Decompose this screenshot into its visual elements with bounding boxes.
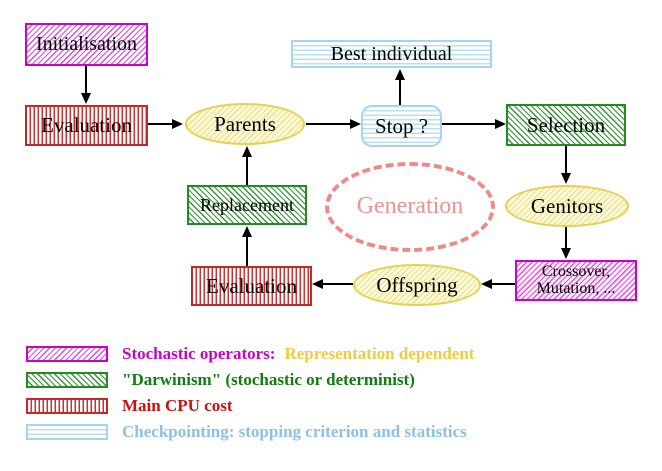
arrow-selection-to-genitors-line bbox=[565, 146, 567, 173]
arrow-selection-to-genitors-head bbox=[561, 173, 571, 184]
node-label-line1: Crossover, bbox=[541, 262, 611, 280]
node-label: Evaluation bbox=[41, 113, 132, 138]
node-label: Stop ? bbox=[374, 113, 429, 138]
legend-item-checkpointing: Checkpointing: stopping criterion and st… bbox=[26, 423, 467, 441]
node-best-individual: Best individual bbox=[291, 40, 492, 68]
node-label: Selection bbox=[526, 112, 606, 137]
legend-swatch-green-hatch bbox=[26, 372, 108, 388]
arrow-replacement-to-parents-line bbox=[246, 157, 248, 185]
legend-label-secondary: Representation dependent bbox=[284, 344, 475, 363]
arrow-initialisation-to-evaluation-line bbox=[85, 66, 87, 93]
node-stop: Stop ? bbox=[361, 105, 442, 147]
arrow-genitors-to-crossover-head bbox=[561, 248, 571, 259]
legend-swatch-red-stripes bbox=[26, 398, 108, 414]
node-label-line2: Mutation, ... bbox=[536, 279, 616, 297]
arrow-genitors-to-crossover-line bbox=[565, 227, 567, 248]
node-crossover-mutation: Crossover, Mutation, ... bbox=[515, 260, 637, 301]
legend-label: "Darwinism" (stochastic or determinist) bbox=[122, 370, 415, 389]
legend-swatch-cyan-stripes bbox=[26, 424, 108, 440]
node-initialisation: Initialisation bbox=[25, 23, 148, 66]
node-replacement: Replacement bbox=[187, 185, 307, 225]
arrow-stop-to-best-individual-head bbox=[395, 69, 405, 80]
arrow-replacement-to-parents-head bbox=[242, 146, 252, 157]
node-evaluation-bottom: Evaluation bbox=[191, 266, 312, 306]
node-offspring: Offspring bbox=[353, 264, 481, 306]
arrow-evaluation-to-parents-line bbox=[148, 123, 172, 125]
node-label: Best individual bbox=[330, 42, 453, 65]
legend-item-darwinism: "Darwinism" (stochastic or determinist) bbox=[26, 371, 415, 389]
arrow-stop-to-best-individual-line bbox=[399, 80, 401, 105]
node-selection: Selection bbox=[506, 104, 626, 146]
arrow-stop-to-selection-head bbox=[495, 119, 506, 129]
legend-label: Checkpointing: stopping criterion and st… bbox=[122, 422, 467, 441]
arrow-offspring-to-evaluation-head bbox=[312, 279, 323, 289]
arrow-parents-to-stop-line bbox=[306, 123, 350, 125]
node-label: Replacement bbox=[200, 194, 294, 215]
arrow-parents-to-stop-head bbox=[350, 119, 361, 129]
node-label: Offspring bbox=[376, 272, 458, 297]
node-label: Evaluation bbox=[206, 273, 297, 298]
arrow-initialisation-to-evaluation-head bbox=[81, 93, 91, 104]
node-generation-loop: Generation bbox=[325, 162, 495, 252]
node-label: Generation bbox=[356, 193, 464, 220]
legend-swatch-magenta-hatch bbox=[26, 346, 108, 362]
legend-label: Stochastic operators: bbox=[122, 344, 276, 363]
arrow-evaluation-to-replacement-head bbox=[242, 226, 252, 237]
arrow-stop-to-selection-line bbox=[442, 123, 495, 125]
arrow-offspring-to-evaluation-line bbox=[323, 283, 353, 285]
legend-label: Main CPU cost bbox=[122, 396, 233, 415]
node-genitors: Genitors bbox=[505, 185, 629, 227]
node-parents: Parents bbox=[185, 103, 305, 145]
node-label: Initialisation bbox=[35, 33, 138, 55]
arrow-evaluation-to-parents-head bbox=[172, 119, 183, 129]
node-evaluation-top: Evaluation bbox=[25, 105, 148, 146]
arrow-evaluation-to-replacement-line bbox=[246, 237, 248, 266]
node-label: Genitors bbox=[530, 193, 604, 218]
node-label: Parents bbox=[214, 111, 276, 136]
arrow-crossover-to-offspring-head bbox=[481, 279, 492, 289]
legend-item-main-cpu-cost: Main CPU cost bbox=[26, 397, 232, 415]
legend-item-stochastic-operators: Stochastic operators: Representation dep… bbox=[26, 345, 474, 363]
arrow-crossover-to-offspring-line bbox=[492, 283, 515, 285]
